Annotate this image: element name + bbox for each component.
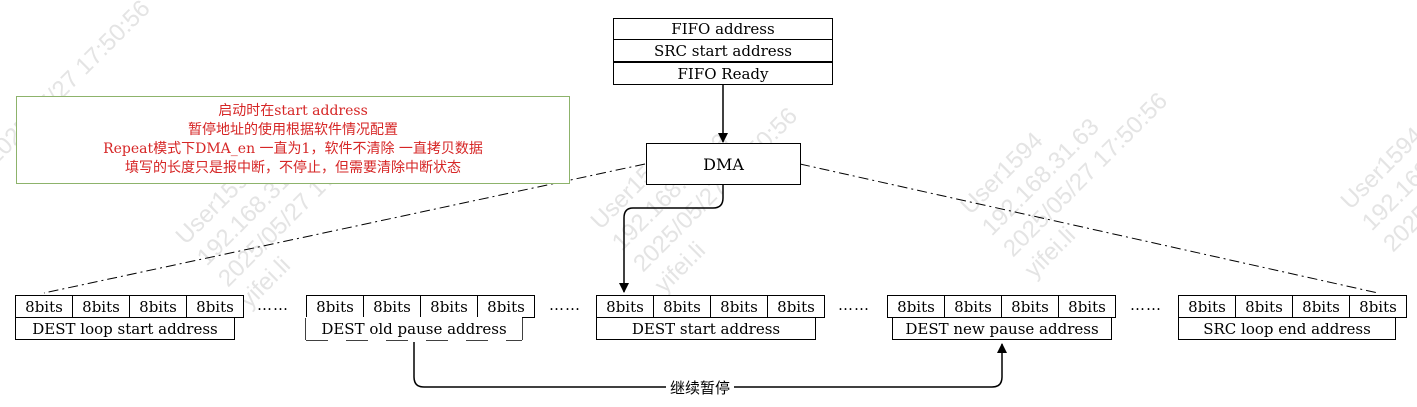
config-note: 启动时在start address 暂停地址的使用根据软件情况配置 Repeat… — [16, 96, 570, 184]
byte-cell: 8bits — [767, 295, 825, 318]
src-start-address-box: SRC start address — [613, 39, 833, 62]
dest-start-address-label: DEST start address — [596, 317, 816, 340]
dest-loop-start-address-label: DEST loop start address — [15, 317, 235, 340]
byte-cell: 8bits — [186, 295, 244, 318]
byte-cell: 8bits — [596, 295, 654, 318]
byte-cell: 8bits — [1349, 295, 1407, 318]
byte-cell: 8bits — [1235, 295, 1293, 318]
fifo-address-box: FIFO address — [613, 18, 833, 40]
src-loop-end-address-label: SRC loop end address — [1178, 317, 1396, 340]
byte-cell: 8bits — [72, 295, 130, 318]
byte-cell: 8bits — [420, 295, 478, 318]
byte-cell: 8bits — [1292, 295, 1350, 318]
note-line: 启动时在start address — [218, 103, 368, 119]
continue-pause-label: 继续暂停 — [666, 377, 735, 398]
byte-cell: 8bits — [887, 295, 945, 318]
byte-cell: 8bits — [944, 295, 1002, 318]
dest-new-pause-address-label: DEST new pause address — [892, 317, 1112, 340]
note-line: Repeat模式下DMA_en 一直为1，软件不清除 一直拷贝数据 — [103, 141, 483, 157]
byte-cell: 8bits — [15, 295, 73, 318]
ellipsis: …… — [838, 296, 870, 314]
ellipsis: …… — [549, 296, 581, 314]
dma-to-dest-start-arrow — [619, 185, 724, 293]
fifo-ready-box: FIFO Ready — [613, 62, 833, 85]
note-line: 填写的长度只是报中断，不停止，但需要清除中断状态 — [125, 160, 461, 176]
byte-cell: 8bits — [1178, 295, 1236, 318]
ellipsis: …… — [1130, 296, 1162, 314]
byte-cell: 8bits — [1058, 295, 1116, 318]
byte-cell: 8bits — [363, 295, 421, 318]
byte-cell: 8bits — [477, 295, 535, 318]
byte-cell: 8bits — [653, 295, 711, 318]
range-line-right — [799, 163, 1379, 294]
byte-cell: 8bits — [129, 295, 187, 318]
note-line: 暂停地址的使用根据软件情况配置 — [188, 122, 398, 138]
byte-cell: 8bits — [710, 295, 768, 318]
range-line-left — [43, 163, 646, 294]
ellipsis: …… — [257, 296, 289, 314]
dest-old-pause-address-label: DEST old pause address — [306, 317, 522, 340]
byte-cell: 8bits — [306, 295, 364, 318]
byte-cell: 8bits — [1001, 295, 1059, 318]
dma-box: DMA — [646, 143, 801, 185]
